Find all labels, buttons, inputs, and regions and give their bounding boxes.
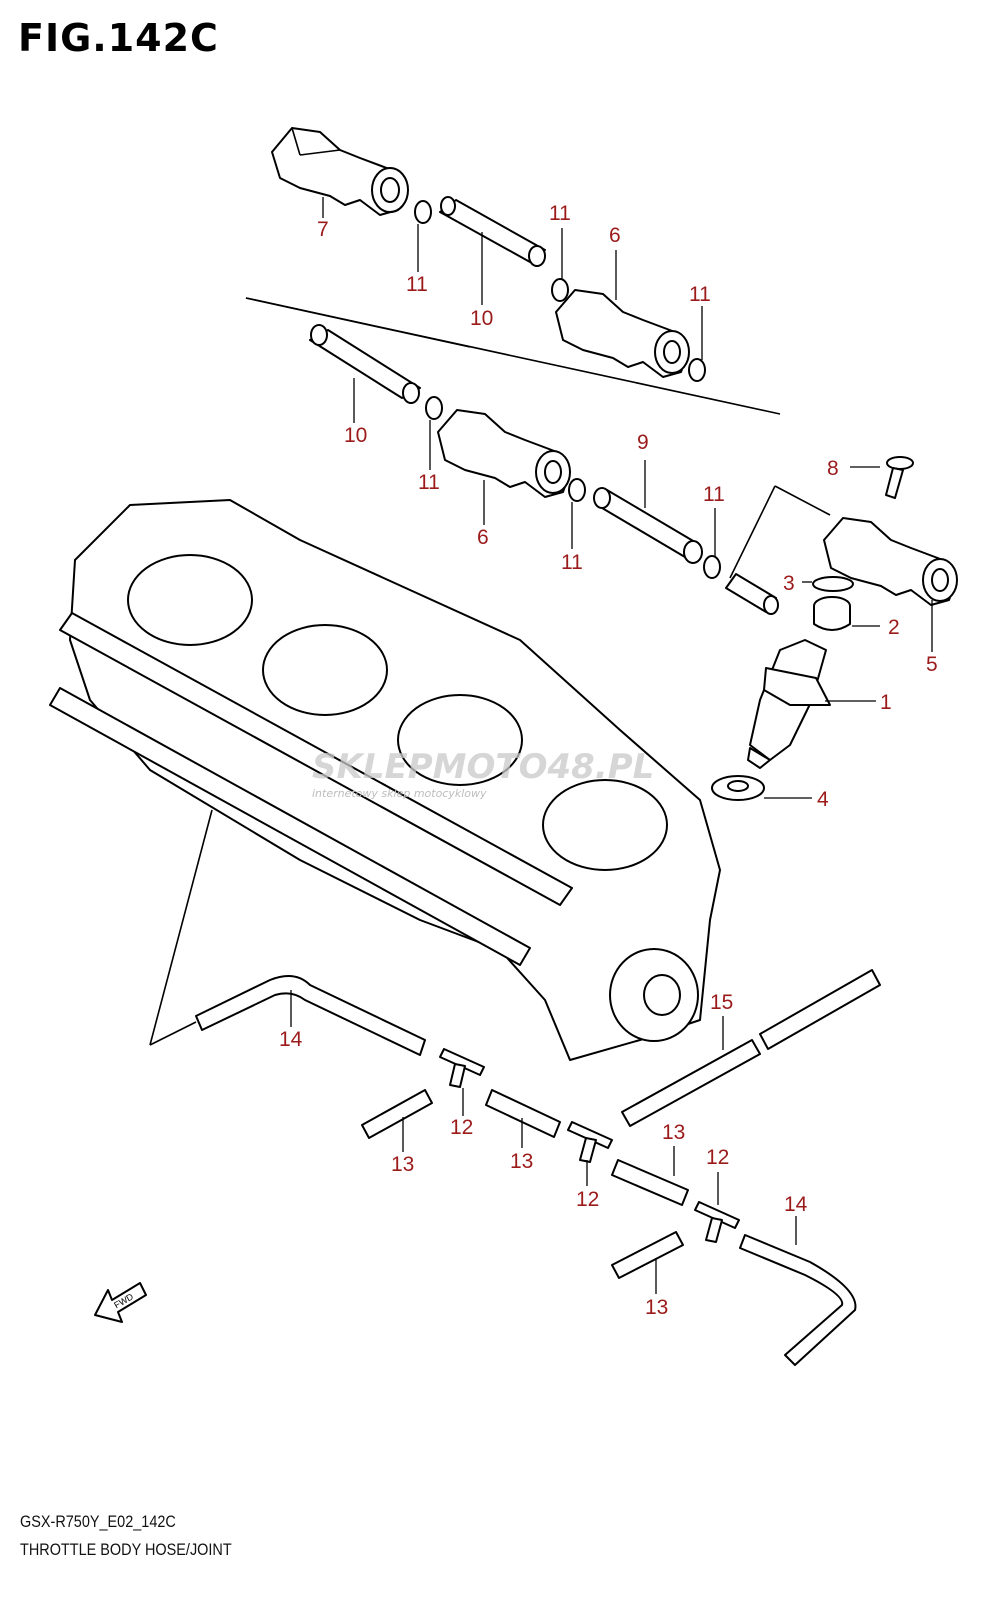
callout-14-right[interactable]: 14: [784, 1193, 808, 1216]
watermark-tagline: internetowy sklep motocyklowy: [312, 787, 487, 800]
callout-15[interactable]: 15: [710, 991, 733, 1014]
callout-11-e[interactable]: 11: [561, 551, 583, 574]
callout-7[interactable]: 7: [317, 218, 329, 241]
part-10-pipe-lower[interactable]: [309, 324, 421, 404]
callout-13-c[interactable]: 13: [662, 1121, 685, 1144]
throttle-body-assembly: [49, 499, 721, 1061]
callout-13-b[interactable]: 13: [510, 1150, 533, 1173]
part-12-joints[interactable]: [439, 1048, 740, 1243]
watermark: SKLEPMOTO48.PL internetowy sklep motocyk…: [312, 747, 654, 800]
leader-lines: [290, 197, 933, 1294]
part-1-injector[interactable]: [747, 639, 831, 769]
watermark-brand: SKLEPMOTO48.PL: [312, 747, 654, 787]
callout-2[interactable]: 2: [888, 616, 900, 639]
part-14-hose-left[interactable]: [195, 975, 426, 1056]
part-5-joint[interactable]: [823, 517, 958, 606]
callout-4[interactable]: 4: [817, 788, 829, 811]
section-name: THROTTLE BODY HOSE/JOINT: [20, 1540, 232, 1559]
callout-6-lower[interactable]: 6: [477, 526, 489, 549]
part-11-orings-top[interactable]: [414, 200, 721, 579]
part-8-screw[interactable]: [885, 456, 914, 499]
callout-6-upper[interactable]: 6: [609, 224, 621, 247]
figure-title: FIG.142C: [18, 16, 219, 60]
part-13-hoses[interactable]: [361, 1089, 689, 1279]
part-10-pipe-top[interactable]: [439, 196, 546, 267]
part-2-seal[interactable]: [813, 596, 851, 631]
callout-9[interactable]: 9: [637, 431, 649, 454]
callout-11-c[interactable]: 11: [689, 283, 711, 306]
callout-13-a[interactable]: 13: [391, 1153, 414, 1176]
callout-11-f[interactable]: 11: [703, 483, 725, 506]
part-14-hose-right[interactable]: [739, 1234, 857, 1366]
part-6-joint-lower[interactable]: [437, 409, 571, 498]
callout-8[interactable]: 8: [827, 457, 839, 480]
callout-12-b[interactable]: 12: [576, 1188, 599, 1211]
part-15-hose[interactable]: [621, 969, 881, 1127]
callout-11-d[interactable]: 11: [418, 471, 440, 494]
callout-5[interactable]: 5: [926, 653, 938, 676]
callout-labels: 1 2 3 4 5 6 6 7 8 9 10 10 11 11 11 11 11…: [279, 202, 938, 1319]
model-code: GSX-R750Y_E02_142C: [20, 1512, 176, 1531]
callout-12-c[interactable]: 12: [706, 1146, 729, 1169]
part-7-joint[interactable]: [271, 127, 409, 216]
callout-12-a[interactable]: 12: [450, 1116, 473, 1139]
callout-14-left[interactable]: 14: [279, 1028, 303, 1051]
callout-11-a[interactable]: 11: [406, 273, 428, 296]
part-9-pipe[interactable]: [593, 487, 703, 564]
callout-1[interactable]: 1: [880, 691, 892, 714]
part-3-oring[interactable]: [812, 576, 854, 592]
callout-11-b[interactable]: 11: [549, 202, 571, 225]
callout-3[interactable]: 3: [783, 572, 795, 595]
part-9-nipple: [725, 573, 779, 615]
callout-13-d[interactable]: 13: [645, 1296, 668, 1319]
callout-10-upper[interactable]: 10: [470, 307, 493, 330]
callout-10-lower[interactable]: 10: [344, 424, 367, 447]
assembly-guide-lines: [149, 297, 831, 1046]
part-6-joint-upper[interactable]: [555, 289, 690, 378]
fwd-arrow-icon: FWD: [94, 1282, 147, 1323]
part-4-washer[interactable]: [711, 775, 765, 801]
